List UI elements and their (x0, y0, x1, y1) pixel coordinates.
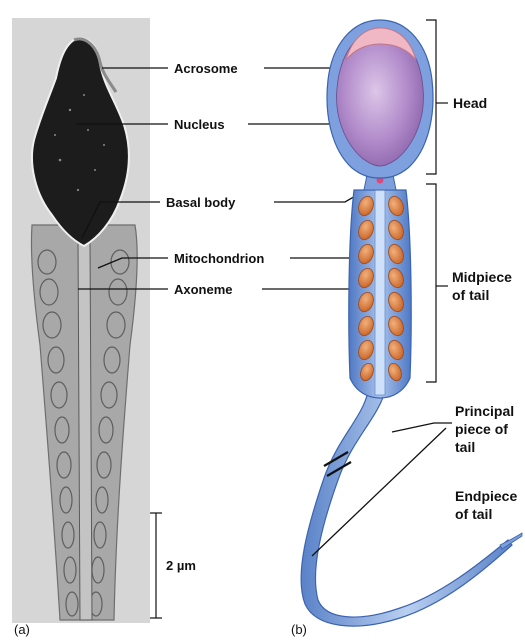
basal-body-label: Basal body (166, 195, 236, 210)
principal-piece-label-line2: piece of (455, 421, 508, 437)
midpiece-label-line1: Midpiece (452, 269, 512, 285)
axoneme-core (375, 190, 385, 395)
acrosome-label: Acrosome (174, 61, 238, 76)
mitochondrion-label: Mitochondrion (174, 251, 264, 266)
axoneme-label: Axoneme (174, 282, 233, 297)
nucleus-label: Nucleus (174, 117, 225, 132)
panel-b-label: (b) (291, 622, 307, 637)
head-label: Head (453, 95, 487, 111)
scale-bar-label: 2 µm (166, 558, 196, 573)
principal-piece-label-line1: Principal (455, 403, 514, 419)
midpiece-bracket (426, 184, 448, 382)
principal-piece-label-line3: tail (455, 439, 475, 455)
panel-a-label: (a) (14, 622, 30, 637)
electron-micrograph (12, 18, 150, 623)
midpiece-label-line2: of tail (452, 287, 489, 303)
micrograph-axoneme (78, 240, 92, 620)
scale-bar (150, 513, 162, 618)
endpiece-label-line2: of tail (455, 506, 492, 522)
endpiece-label-line1: Endpiece (455, 488, 517, 504)
